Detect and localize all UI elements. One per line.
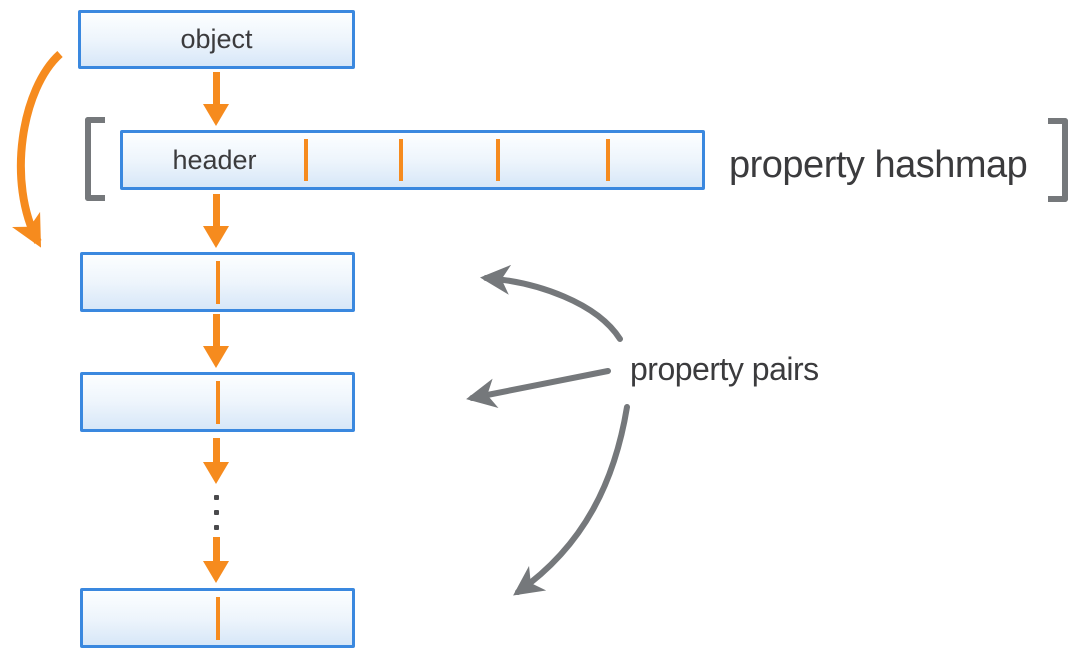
- pairs-pointer-arrow-middle: [466, 368, 611, 409]
- hash-slot-divider: [496, 139, 500, 181]
- arrow-down-icon: [203, 314, 230, 368]
- pair-divider: [215, 381, 220, 424]
- pair-divider: [215, 261, 220, 304]
- arrow-down-icon: [203, 72, 230, 126]
- object-box: object: [78, 10, 355, 69]
- hashmap-header-cell: header: [123, 133, 306, 187]
- hash-slot-divider: [606, 139, 610, 181]
- pairs-pointer-arrow-bottom: [513, 404, 630, 596]
- object-to-first-pair-curved-arrow: [11, 51, 63, 248]
- right-bracket-icon: [1048, 118, 1068, 202]
- hashmap-box: header: [120, 130, 705, 190]
- ellipsis-dot: [214, 525, 219, 530]
- property-pair-box: [80, 372, 355, 432]
- arrow-down-icon: [203, 194, 230, 248]
- ellipsis-dot: [214, 495, 219, 500]
- property-pair-box: [80, 588, 355, 648]
- arrow-down-icon: [203, 537, 230, 583]
- property-pair-box: [80, 252, 355, 312]
- pair-divider: [215, 597, 220, 640]
- hash-slot-divider: [304, 139, 308, 181]
- ellipsis-dot: [214, 510, 219, 515]
- object-box-label: object: [180, 24, 253, 54]
- pairs-pointer-arrow-top: [480, 264, 623, 342]
- hashmap-header-label: header: [172, 144, 257, 175]
- property-hashmap-label: property hashmap: [729, 144, 1028, 186]
- left-bracket-icon: [85, 117, 105, 201]
- property-pairs-label: property pairs: [630, 351, 819, 387]
- arrow-down-icon: [203, 438, 230, 484]
- hash-slot-divider: [399, 139, 403, 181]
